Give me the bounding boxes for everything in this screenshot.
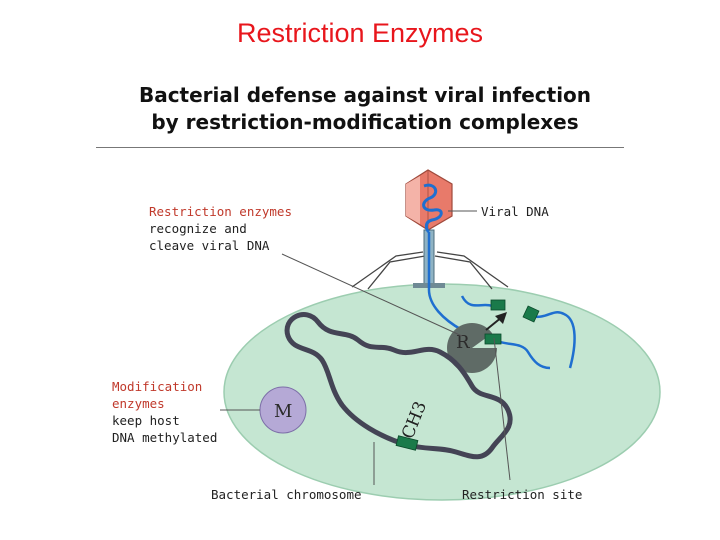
chromosome-restriction-site: [395, 435, 419, 451]
viral-dna-fragment-right: [529, 311, 576, 369]
modification-enzymes-heading-2: enzymes: [112, 396, 165, 411]
bacterial-chromosome-label: Bacterial chromosome: [211, 487, 362, 502]
subtitle-line-1: Bacterial defense against viral infectio…: [138, 83, 592, 107]
viral-dna-injected: [427, 232, 463, 332]
cleavage-arrowhead: [495, 312, 507, 324]
restriction-site-marker-3: [484, 333, 502, 345]
restriction-enzymes-line-2: cleave viral DNA: [149, 238, 270, 253]
restriction-enzymes-line-1: recognize and: [149, 221, 247, 236]
divider-line: [96, 147, 624, 148]
restriction-enzymes-heading: Restriction enzymes: [149, 204, 292, 219]
viral-dna-coil: [422, 183, 443, 234]
viral-dna-label: Viral DNA: [481, 204, 549, 219]
restriction-site-marker-2: [522, 305, 540, 323]
modification-enzymes-label: Modification enzymes keep host DNA methy…: [112, 378, 217, 446]
modification-enzyme-letter: M: [274, 401, 292, 422]
modification-enzymes-heading-1: Modification: [112, 379, 203, 394]
leader-lines: [220, 210, 511, 485]
slide-title: Restriction Enzymes: [236, 18, 484, 48]
restriction-site-label: Restriction site: [462, 487, 583, 502]
diagram-subtitle: Bacterial defense against viral infectio…: [130, 82, 600, 136]
viral-dna-fragment-upper: [460, 295, 493, 308]
restriction-site-marker-1: [490, 299, 506, 311]
modification-enzymes-line-1: keep host: [112, 413, 180, 428]
modification-enzymes-line-2: DNA methylated: [112, 430, 218, 445]
viral-dna-fragment-lower: [493, 338, 551, 370]
restriction-enzyme-letter: R: [456, 332, 470, 353]
restriction-enzymes-label: Restriction enzymes recognize and cleave…: [149, 203, 292, 254]
subtitle-line-2: by restriction-modification complexes: [151, 110, 579, 134]
phage-tail-fibers: [351, 251, 509, 290]
bacterial-chromosome: [284, 312, 513, 460]
